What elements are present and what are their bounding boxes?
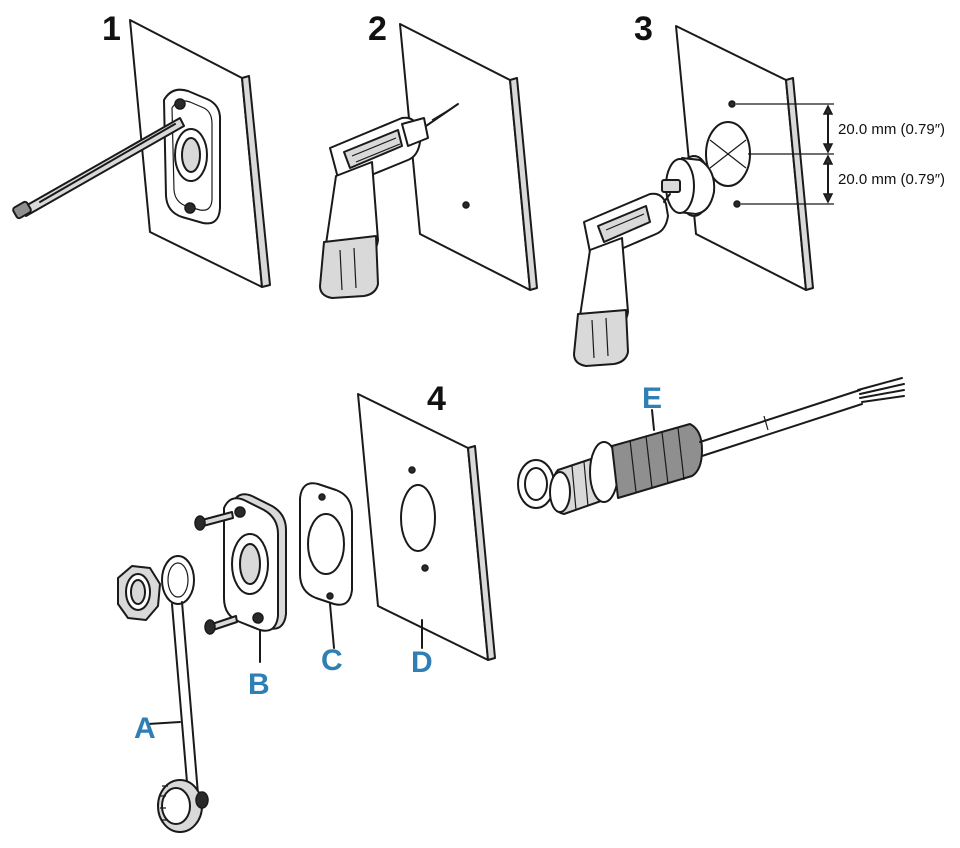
part-b-label: B <box>248 668 270 701</box>
step1-mounting-bracket <box>163 88 222 225</box>
connector-body <box>549 409 703 515</box>
part-d-panel <box>357 393 496 661</box>
upper-screw <box>194 511 234 531</box>
step3-drill <box>573 192 671 367</box>
step3-illustration <box>573 25 834 367</box>
part-a-cap <box>157 779 209 833</box>
part-b-screws <box>194 511 238 635</box>
step3-panel <box>675 25 814 291</box>
step2-illustration <box>319 23 538 299</box>
step2-drill <box>319 103 459 299</box>
part-b-bracket <box>223 493 287 663</box>
step1-screwdriver <box>12 117 185 220</box>
lower-screw <box>204 615 238 635</box>
step-1-label: 1 <box>102 10 121 48</box>
part-c-label: C <box>321 644 343 677</box>
dimension-lower-label: 20.0 mm (0.79″) <box>838 171 946 188</box>
step-3-label: 3 <box>634 10 653 48</box>
step2-panel <box>399 23 538 291</box>
step1-illustration <box>12 19 271 288</box>
step3-hole-saw <box>661 155 716 217</box>
cable-wires <box>857 377 905 403</box>
dimension-upper-label: 20.0 mm (0.79″) <box>838 121 946 138</box>
cable <box>699 377 905 457</box>
part-e-label: E <box>642 382 663 415</box>
part-e-connector <box>517 377 905 515</box>
part-a-label: A <box>134 712 156 745</box>
o-ring <box>517 459 555 509</box>
step-2-label: 2 <box>368 10 387 48</box>
part-a-nut <box>117 565 161 621</box>
part-d-label: D <box>411 646 433 679</box>
step3-dimension-guides <box>736 103 834 205</box>
part-a-cap-lanyard <box>147 555 209 833</box>
part-c-gasket <box>299 482 353 649</box>
step-4-label: 4 <box>427 380 446 418</box>
